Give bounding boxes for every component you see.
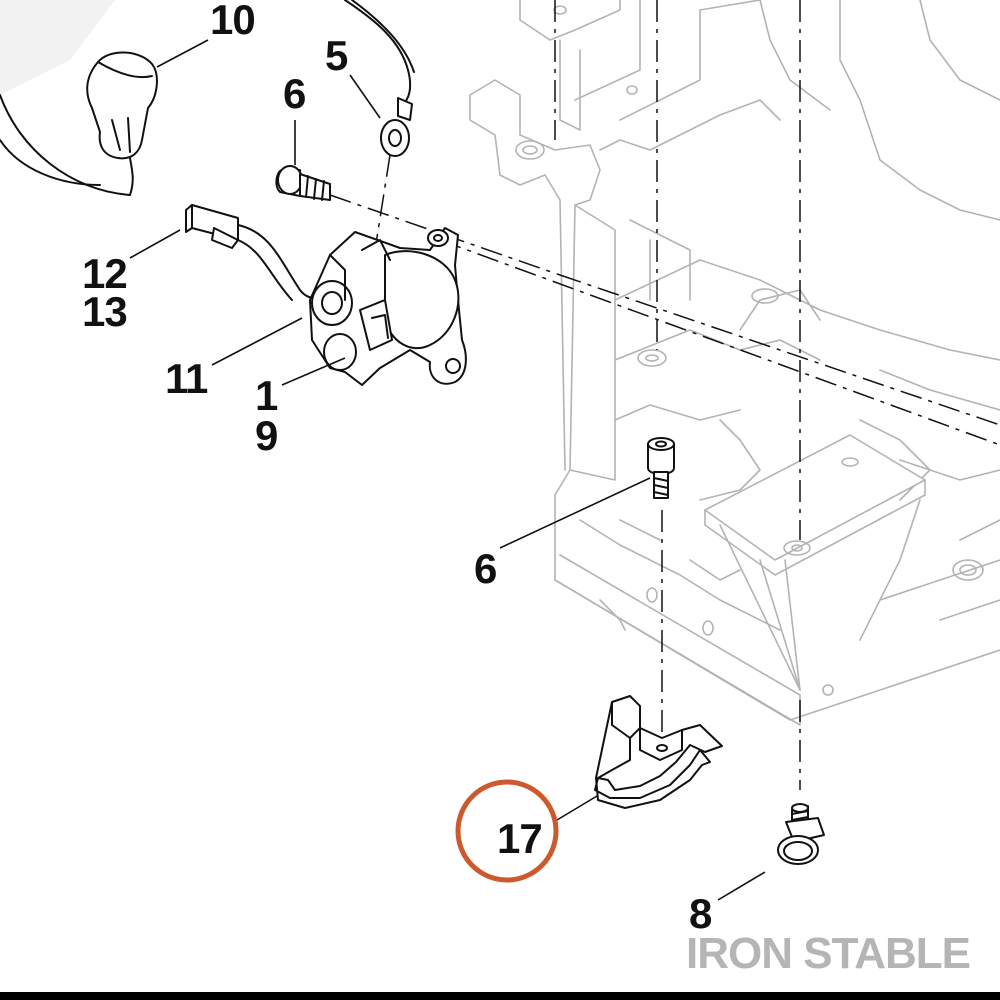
assembly-centerlines xyxy=(329,0,1000,790)
highlight-circle xyxy=(455,779,559,883)
part-12-connector xyxy=(185,204,323,301)
callout-1: 1 xyxy=(255,372,278,419)
callout-17: 17 xyxy=(497,815,542,862)
callout-13: 13 xyxy=(82,288,127,335)
callout-10: 10 xyxy=(210,0,255,43)
callout-8: 8 xyxy=(689,890,712,937)
callout-12: 12 xyxy=(82,250,127,297)
part-10-boot-cap xyxy=(0,51,158,196)
callout-9: 9 xyxy=(255,412,277,459)
callout-6-top: 6 xyxy=(283,70,305,117)
part-5-ground-wire xyxy=(344,0,415,157)
part-11-solenoid xyxy=(309,227,467,386)
leader-lines xyxy=(129,39,766,901)
callout-6-mid: 6 xyxy=(474,545,496,592)
part-6-top-screw xyxy=(275,165,331,201)
callout-11: 11 xyxy=(165,355,208,402)
part-6-mid-screw xyxy=(647,437,675,499)
callout-labels: 10 5 6 12 13 11 1 9 6 17 8 xyxy=(82,0,713,937)
ghost-frame-housing xyxy=(469,0,1000,726)
faint-corner-shape xyxy=(0,0,115,95)
bottom-border-bar xyxy=(0,992,1000,1000)
callout-5: 5 xyxy=(325,32,348,79)
part-8-hose-clamp xyxy=(777,803,825,865)
part-17-bracket xyxy=(594,695,723,809)
watermark-logo-text: IRON STABLE xyxy=(686,929,970,978)
